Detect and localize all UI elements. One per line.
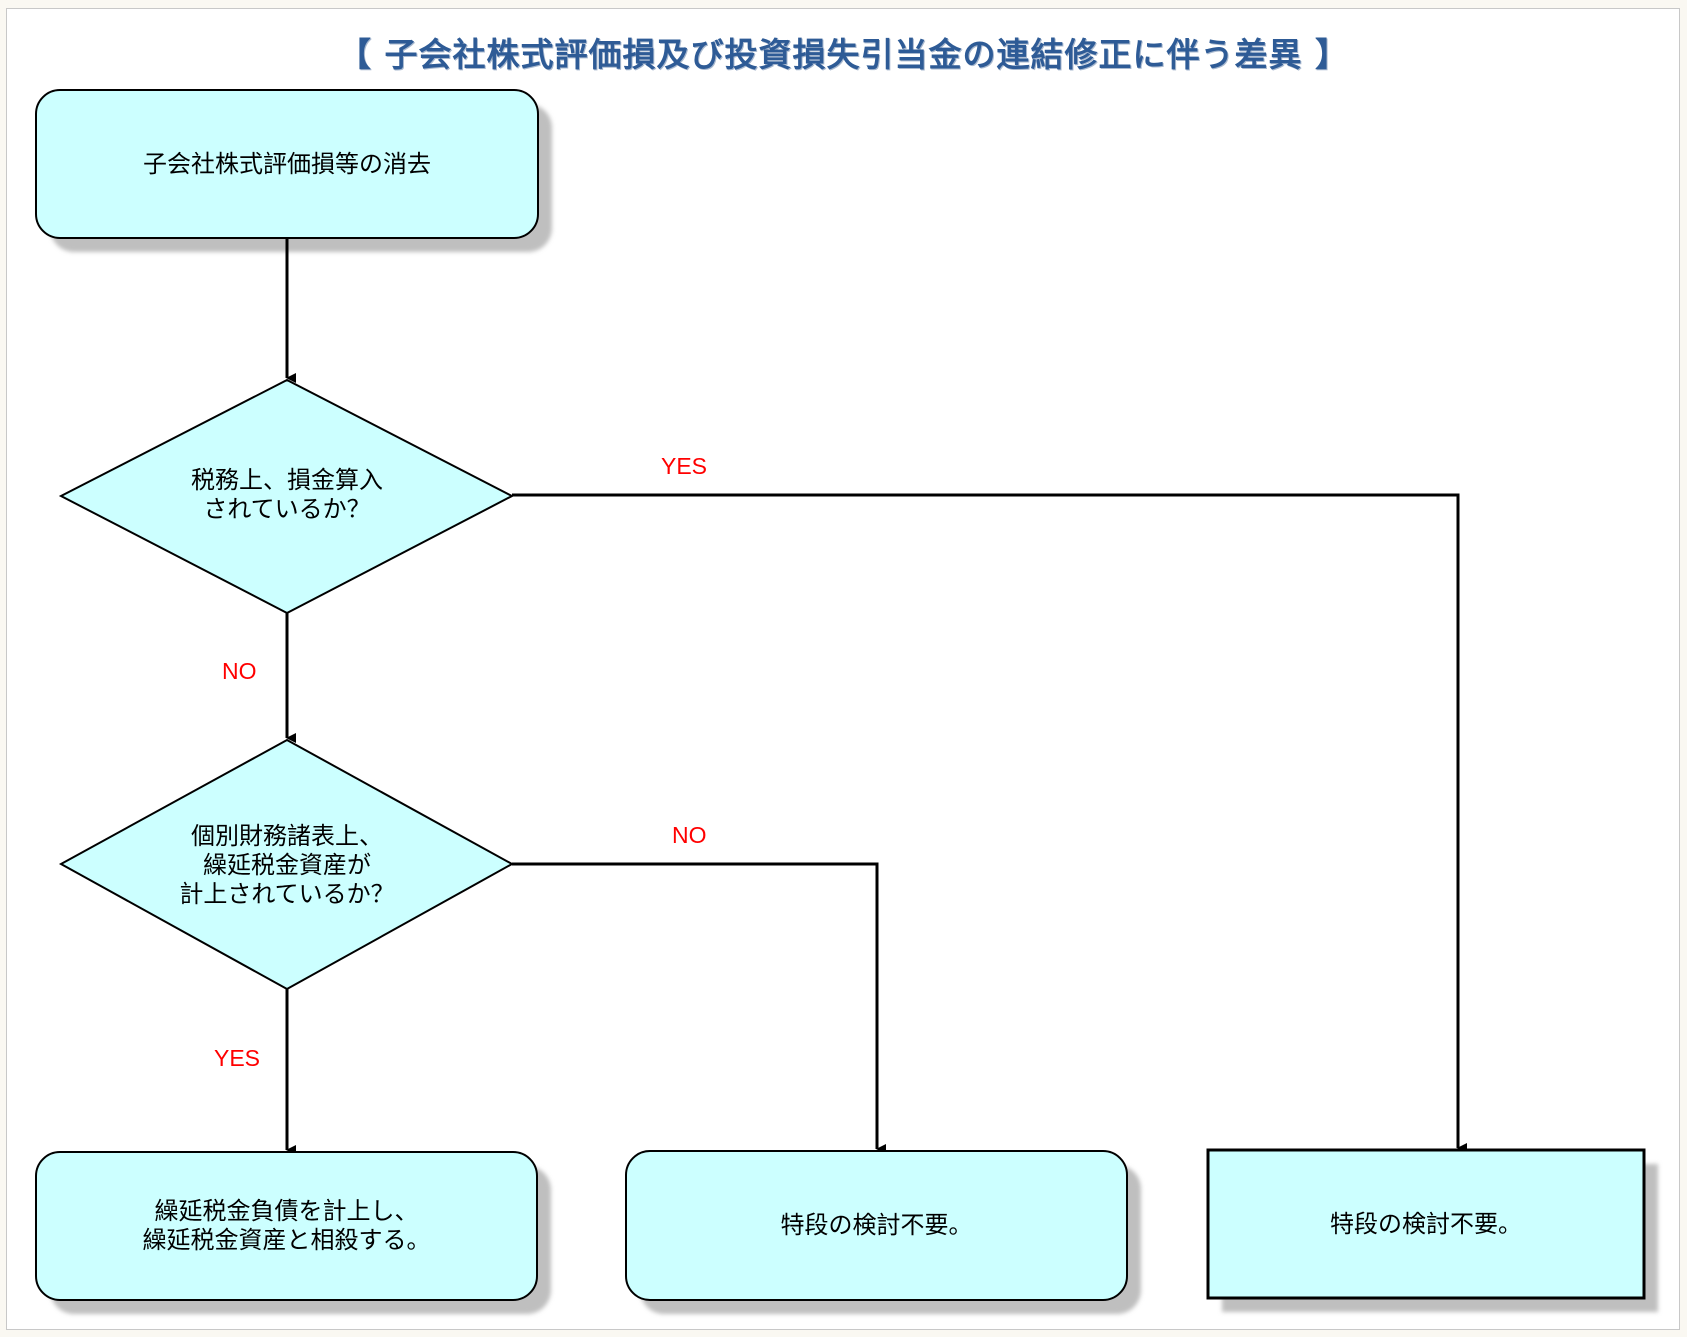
edge-decision2-no <box>512 862 886 1154</box>
diagram-title: 【 子会社株式評価損及び投資損失引当金の連結修正に伴う差異 】 <box>338 35 1349 74</box>
edge-label-decision1-yes: YES <box>661 453 708 479</box>
result-dtl-node <box>35 1151 538 1301</box>
result-none-right-node <box>1206 1148 1646 1300</box>
edge-decision1-yes <box>512 493 1467 1153</box>
edge-label-decision1-no: NO <box>222 658 257 684</box>
result-none-right-text: 特段の検討不要。 <box>1330 1209 1522 1238</box>
decision1-node <box>58 378 515 615</box>
decision1-text: 税務上、損金算入 されているか？ <box>191 466 383 523</box>
decision2-node <box>58 738 515 991</box>
start-node <box>35 89 539 239</box>
result-dtl-text: 繰延税金負債を計上し、 繰延税金資産と相殺する。 <box>142 1197 431 1254</box>
edge-label-decision2-yes: YES <box>214 1045 261 1071</box>
result-none-mid-text: 特段の検討不要。 <box>780 1211 973 1239</box>
edge-label-decision2-no: NO <box>672 822 707 848</box>
result-none-mid-node <box>625 1150 1128 1301</box>
decision2-text: 個別財務諸表上、 繰延税金資産が 計上されているか？ <box>179 821 395 908</box>
start-node-text: 子会社株式評価損等の消去 <box>143 149 431 178</box>
